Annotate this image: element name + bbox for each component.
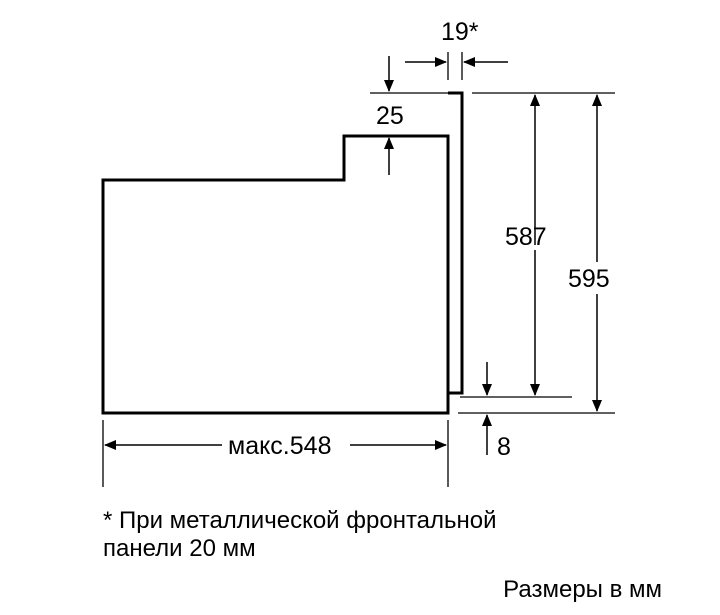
- label-depth: макс.548: [228, 432, 331, 460]
- label-inner-height: 587: [505, 223, 547, 251]
- label-step-height: 25: [376, 102, 404, 130]
- units-note: Размеры в мм: [503, 576, 662, 603]
- footnote-line-1: * При металлической фронтальной: [103, 507, 497, 534]
- footnote: * При металлической фронтальной панели 2…: [103, 507, 497, 563]
- footnote-line-2: панели 20 мм: [103, 535, 256, 562]
- oven-front-panel: [448, 91, 464, 395]
- label-total-height: 595: [568, 265, 610, 293]
- label-bottom-gap: 8: [497, 433, 511, 461]
- oven-body-outline: [101, 134, 450, 415]
- extension-lines: [102, 52, 615, 487]
- label-front-thickness: 19*: [441, 18, 479, 46]
